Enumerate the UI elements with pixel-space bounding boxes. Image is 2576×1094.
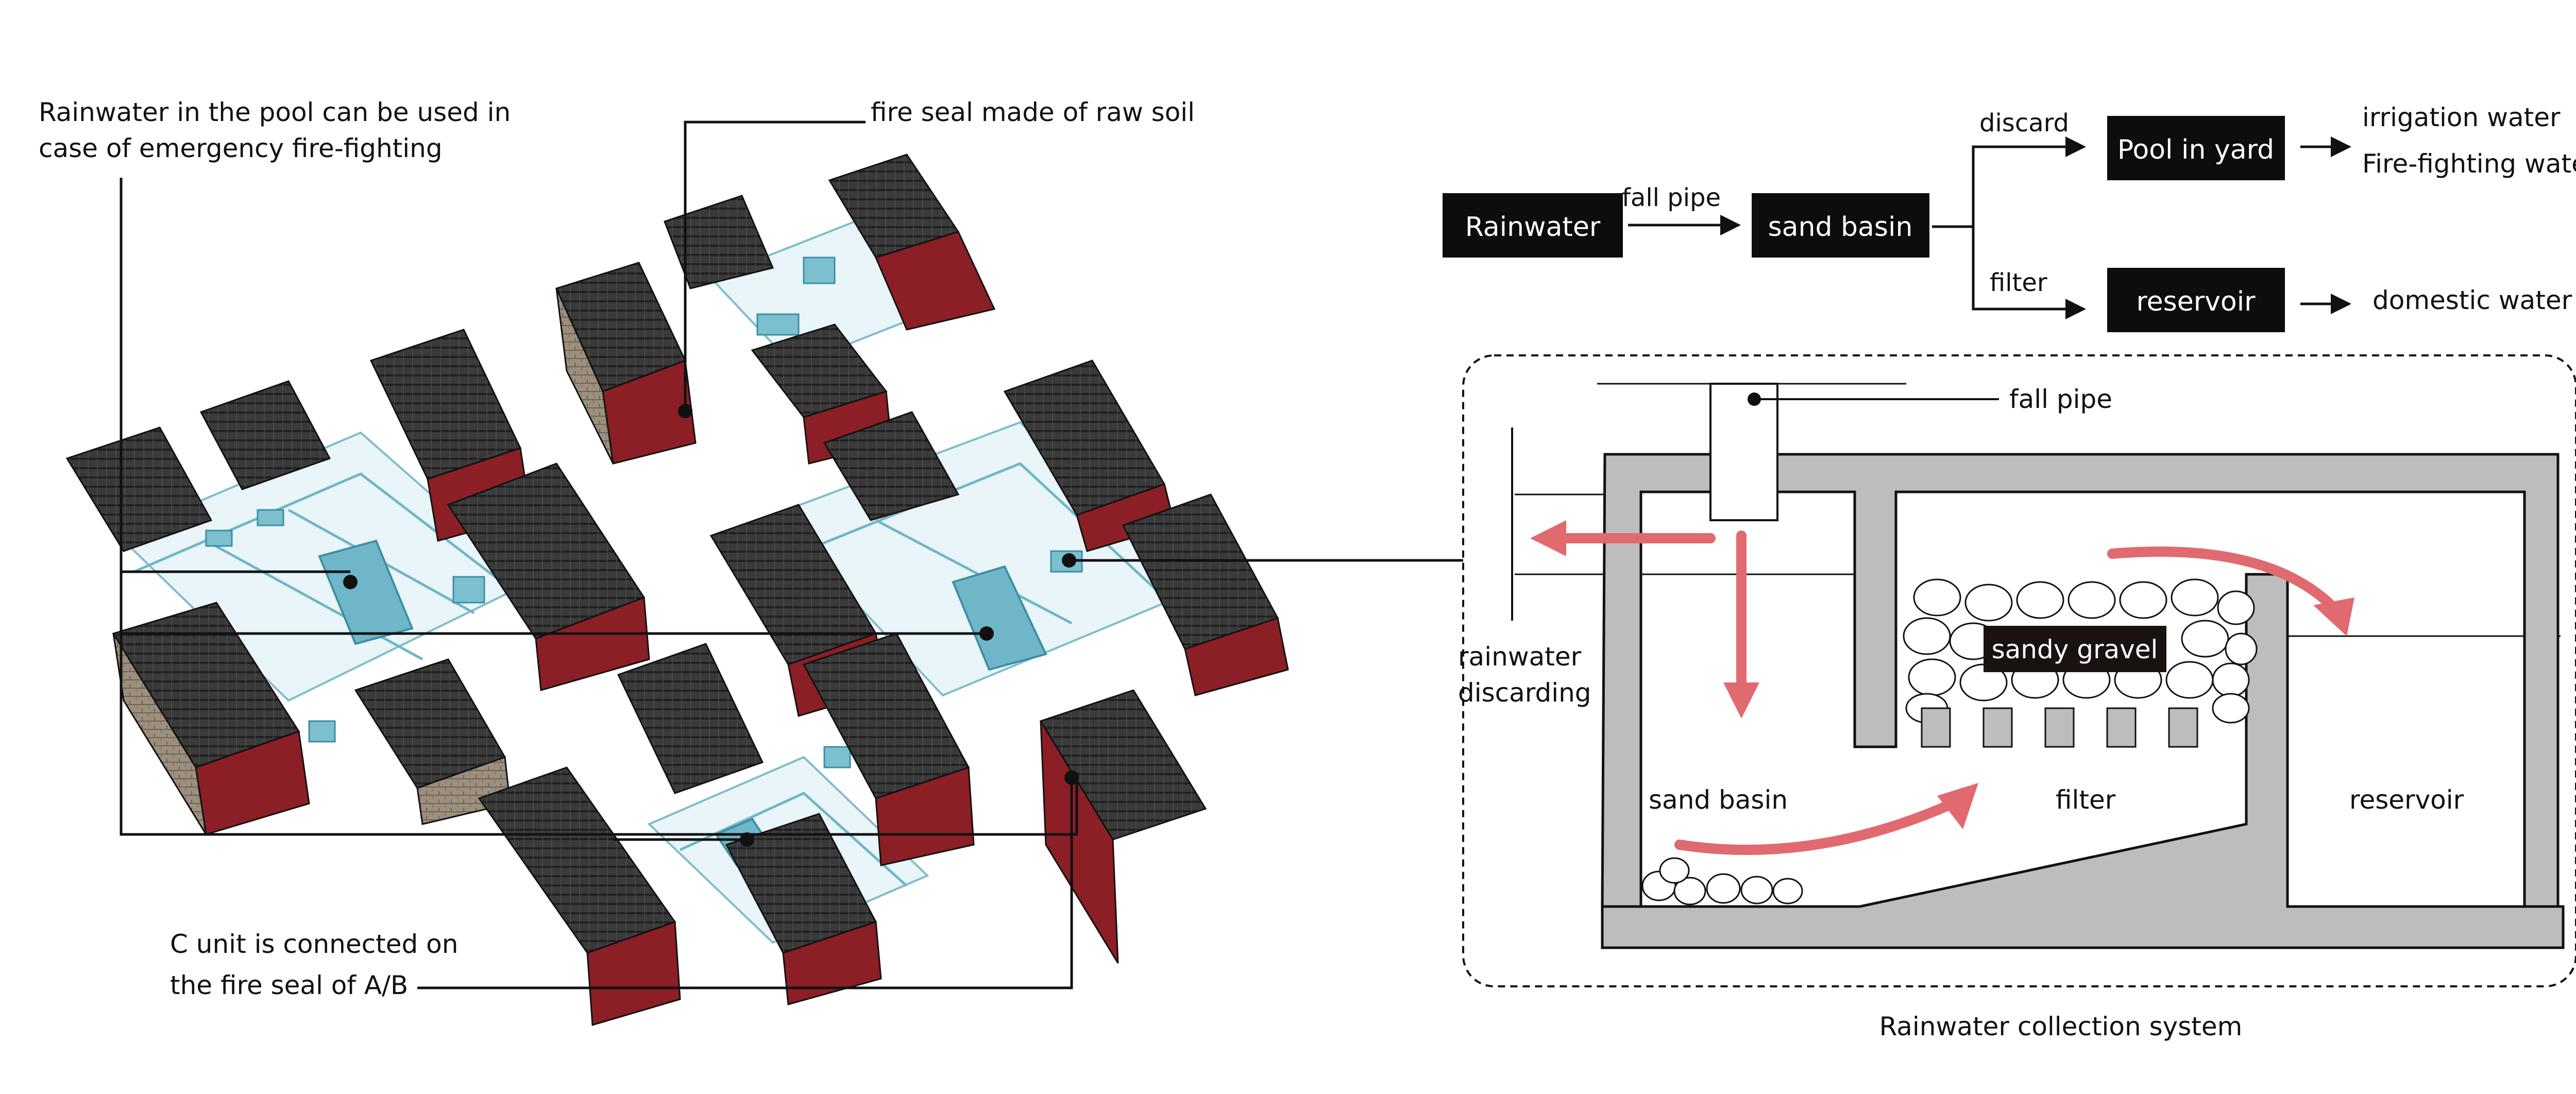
sandy-gravel-box [1984,626,2166,672]
discard-label: discard [1979,109,2069,138]
sand-basin-section-label: sand basin [1649,785,1788,815]
sandy-gravel-label: sandy gravel [1992,635,2158,664]
water-flow-arrowheads [1530,520,2354,829]
c-unit-note-line2: the fire seal of A/B [170,970,408,1000]
pool-in-yard-box-label: Pool in yard [2117,134,2274,165]
rainwater-discarding-line1: rainwater [1458,642,1582,672]
pool-b [952,565,1047,671]
rainwater-box-label: Rainwater [1465,212,1601,243]
leader-lines [120,121,1463,989]
c-unit-note-line1: C unit is connected on [170,929,458,959]
houses [65,153,1289,1026]
fall-pipe-flow-label: fall pipe [1622,183,1721,212]
drainage-channels [133,462,1165,887]
fire-seal-note: fire seal made of raw soil [871,97,1195,127]
village-axonometric: Rainwater in the pool can be used in cas… [39,97,1463,1026]
flow-chart: Rainwater fall pipe sand basin discard f… [1443,102,2576,332]
pool-note-line2: case of emergency fire-fighting [39,133,443,163]
pool-note-line1: Rainwater in the pool can be used in [39,97,511,127]
leader-dots [343,404,1079,847]
tank-floor [1601,573,2565,949]
fire-fighting-water-label: Fire-fighting water [2362,149,2576,179]
tank-walls [1601,453,2560,908]
water-flow-arrows [1551,531,2339,855]
pool-a [318,539,414,645]
section-caption: Rainwater collection system [1879,1012,2243,1041]
rainwater-discarding-line2: discarding [1458,678,1591,708]
collection-section: fall pipe sandy gravel [1458,354,2576,1041]
irrigation-water-label: irrigation water [2362,102,2561,132]
fall-pipe-section-label: fall pipe [2009,384,2112,414]
fall-pipe [1709,383,1778,521]
sand-basin-box [1752,193,1929,258]
small-pools [205,257,1083,768]
filter-supports [1921,707,2198,748]
reservoir-section-label: reservoir [2349,785,2464,815]
filter-flow-label: filter [1990,268,2047,297]
filter-section-label: filter [2056,785,2116,815]
sand-basin-box-label: sand basin [1768,212,1913,243]
domestic-water-label: domestic water [2372,285,2572,315]
reservoir-box [2107,268,2285,332]
section-frame [1462,354,2576,987]
rainwater-box [1443,193,1623,258]
pool-in-yard-box [2107,116,2285,180]
sand-basin-pebbles [1641,857,1803,905]
reservoir-box-label: reservoir [2136,286,2256,317]
